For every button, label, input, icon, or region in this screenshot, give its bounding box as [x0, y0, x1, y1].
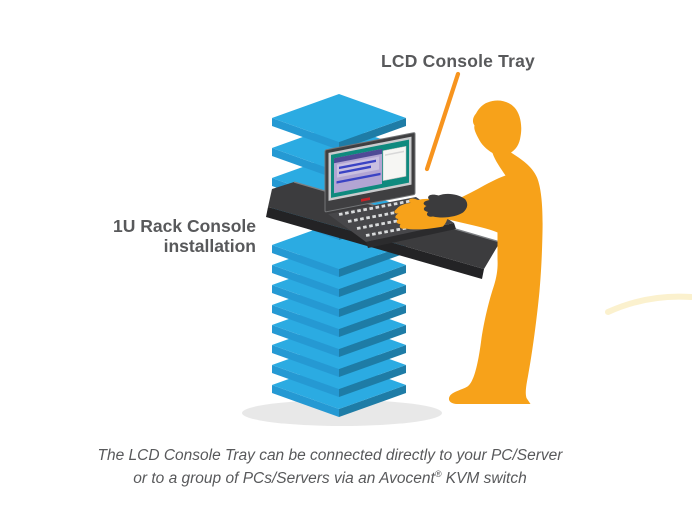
keyboard-front-lip	[366, 223, 456, 248]
lcd-screen-assembly	[324, 132, 416, 213]
brand-logo-mark	[361, 197, 370, 202]
person-silhouette	[437, 100, 543, 404]
keyboard-keys-row	[338, 199, 414, 216]
screen-dialog-line	[385, 150, 404, 156]
caption-line2-pre: or to a group of PCs/Servers via an Avoc…	[133, 470, 435, 487]
caption: The LCD Console Tray can be connected di…	[0, 446, 660, 488]
caption-line2: or to a group of PCs/Servers via an Avoc…	[0, 465, 660, 488]
rack-label-line2: installation	[163, 236, 256, 256]
lcd-console	[324, 132, 456, 248]
rack-installation-label: 1U Rack Console installation	[60, 216, 256, 256]
rack-label-line1: 1U Rack Console	[113, 216, 256, 236]
callout-pointer-line	[424, 71, 461, 172]
callout-label: LCD Console Tray	[381, 51, 535, 71]
background-swoosh	[605, 293, 692, 315]
caption-line1: The LCD Console Tray can be connected di…	[97, 447, 563, 464]
person-far-hand	[423, 193, 468, 218]
caption-line2-post: KVM switch	[441, 470, 527, 487]
screen-window-titlebar	[334, 148, 382, 164]
screen-bar-2	[339, 165, 371, 175]
screen-bar-1	[339, 159, 376, 170]
screen-bar-3	[336, 172, 381, 184]
registered-symbol: ®	[434, 469, 442, 479]
